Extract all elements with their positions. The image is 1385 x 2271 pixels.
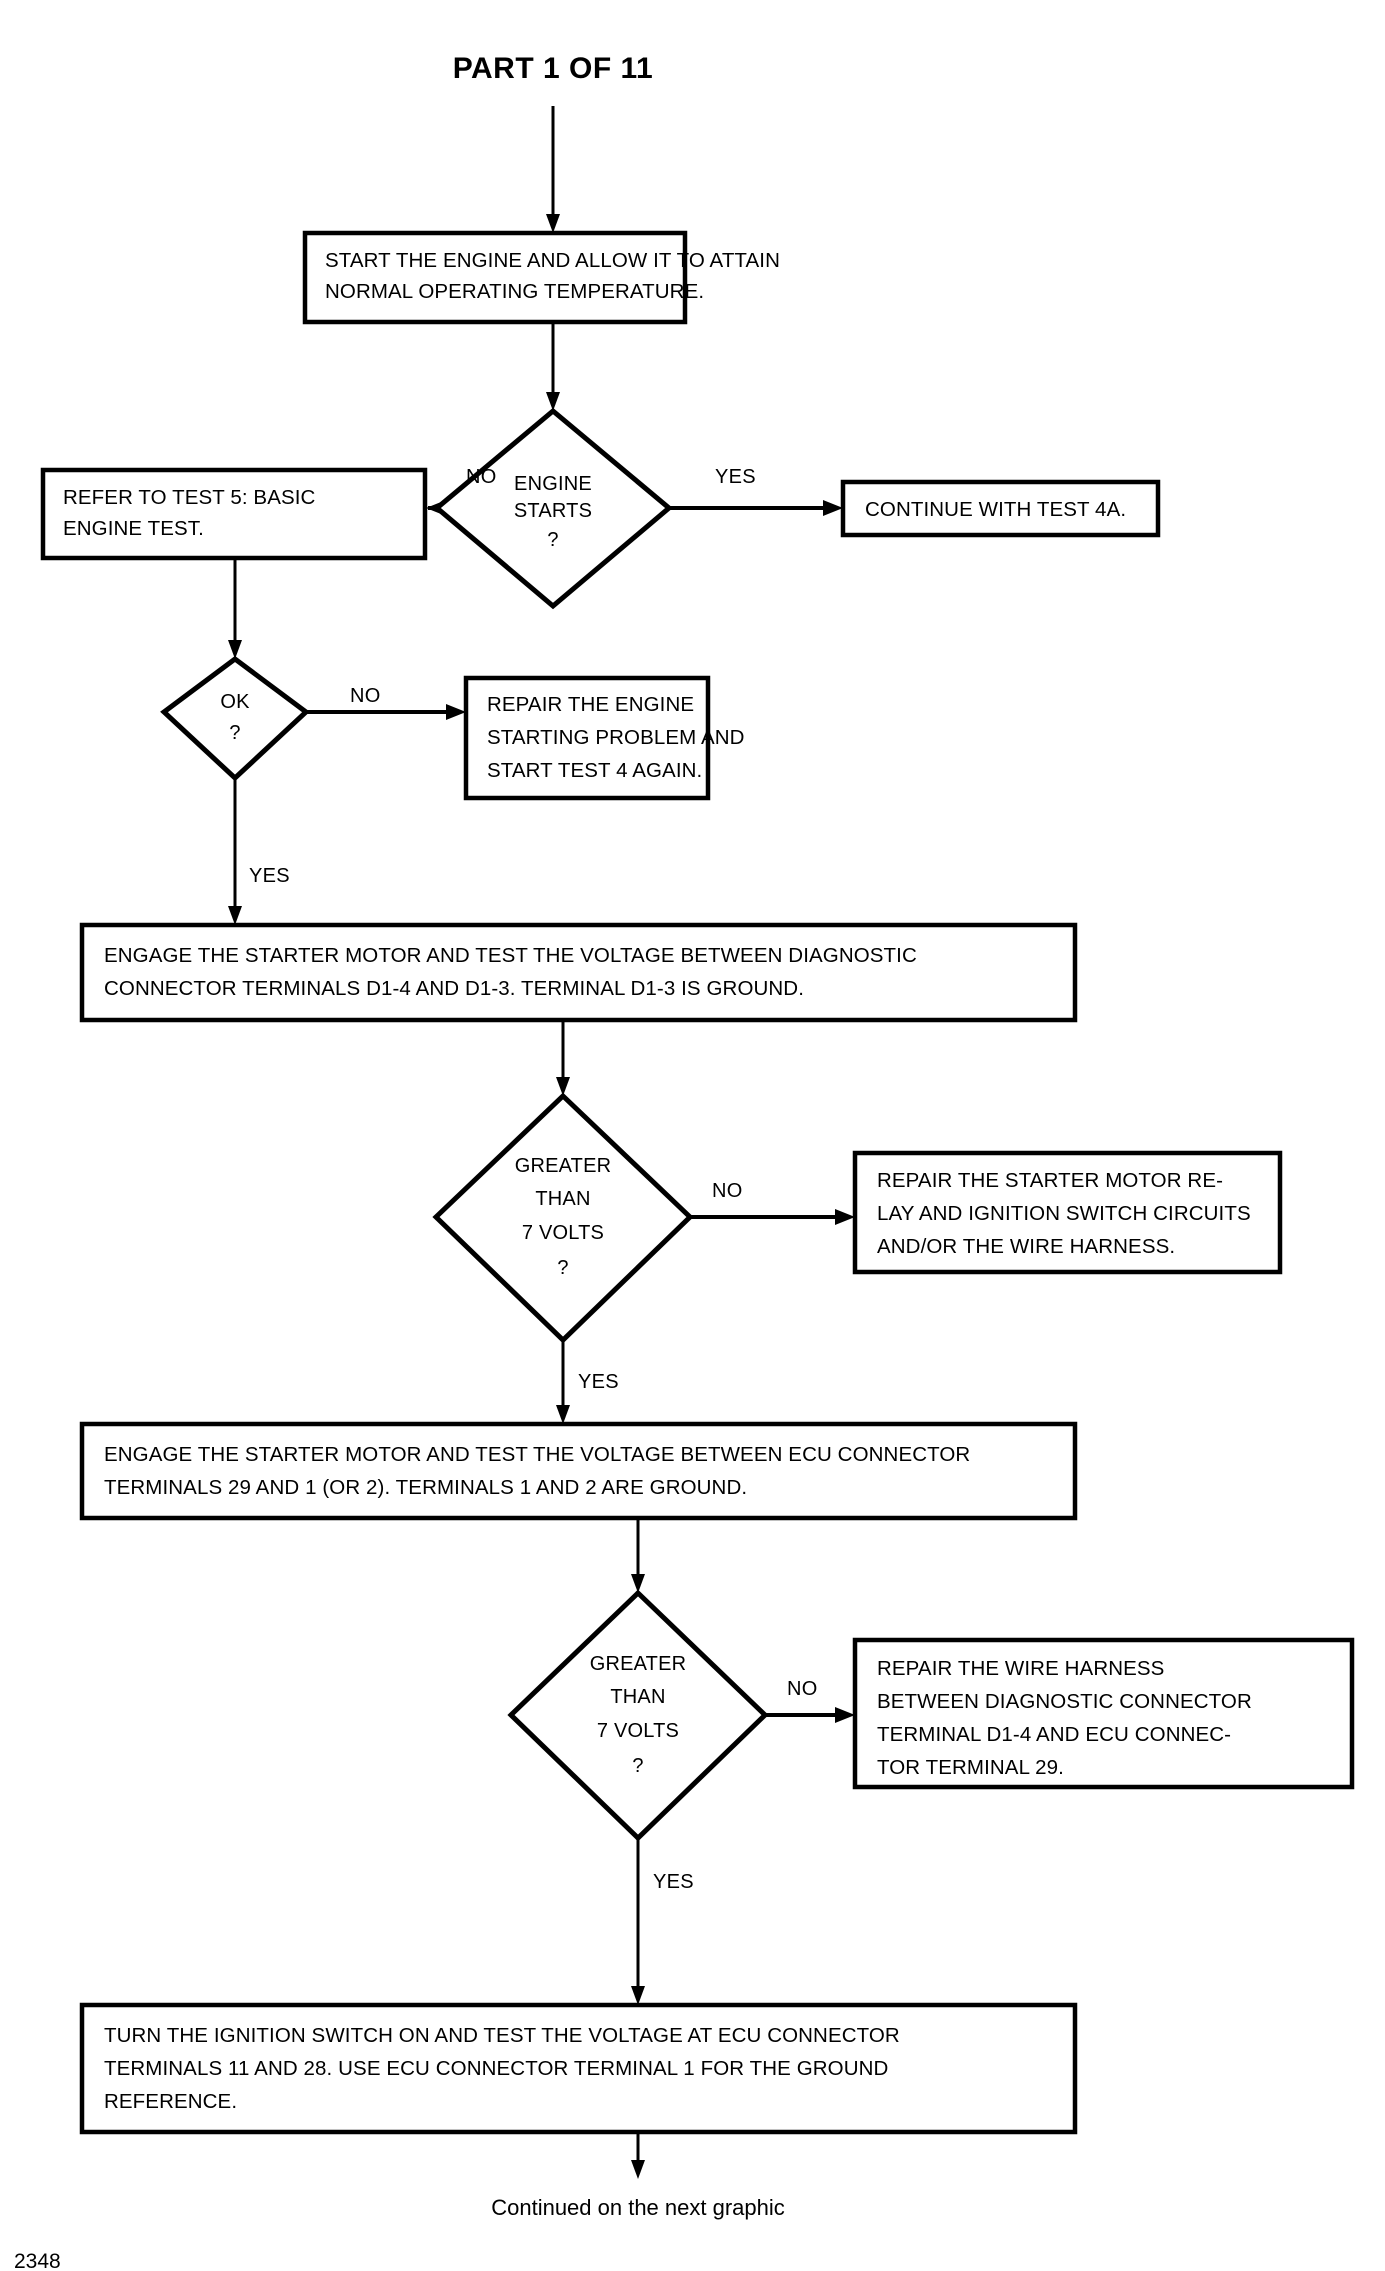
node-engine-starts: ENGINE STARTS ?	[433, 407, 673, 610]
connector-title-to-start	[546, 106, 560, 233]
node-repair-engine-start-line-3: START TEST 4 AGAIN.	[487, 759, 702, 782]
node-engage-starter-diag: ENGAGE THE STARTER MOTOR AND TEST THE VO…	[79, 922, 1078, 1023]
node-turn-ignition-line-1: TURN THE IGNITION SWITCH ON AND TEST THE…	[104, 2024, 900, 2047]
connector-7v1-no	[690, 1209, 855, 1225]
node-repair-harness: REPAIR THE WIRE HARNESS BETWEEN DIAGNOST…	[852, 1637, 1355, 1790]
node-repair-engine-start-line-1: REPAIR THE ENGINE	[487, 693, 694, 716]
node-engine-starts-line-2: STARTS	[514, 500, 592, 522]
connector-bottom-tail	[631, 2132, 645, 2179]
node-greater-7v-2-line-1: GREATER	[590, 1653, 687, 1675]
node-greater-7v-2-line-2: THAN	[610, 1686, 665, 1708]
edge-label-ok-yes: YES	[249, 865, 290, 887]
node-engine-starts-line-1: ENGINE	[514, 473, 592, 495]
node-engage-starter-ecu-line-2: TERMINALS 29 AND 1 (OR 2). TERMINALS 1 A…	[104, 1476, 747, 1499]
node-turn-ignition-line-3: REFERENCE.	[104, 2090, 237, 2113]
edge-label-engine-starts-yes: YES	[715, 466, 756, 488]
connector-engine-starts-yes	[668, 500, 843, 516]
node-continue-test4a-line-1: CONTINUE WITH TEST 4A.	[865, 498, 1126, 521]
edge-label-7v2-no: NO	[787, 1678, 818, 1700]
node-start-engine-line-2: NORMAL OPERATING TEMPERATURE.	[325, 280, 704, 303]
page-title: PART 1 OF 11	[453, 52, 654, 85]
node-repair-harness-line-1: REPAIR THE WIRE HARNESS	[877, 1657, 1164, 1680]
connector-7v1-yes-to-engage-ecu	[556, 1340, 570, 1424]
node-repair-harness-line-4: TOR TERMINAL 29.	[877, 1756, 1064, 1779]
node-repair-harness-line-2: BETWEEN DIAGNOSTIC CONNECTOR	[877, 1690, 1252, 1713]
node-repair-relay: REPAIR THE STARTER MOTOR RE- LAY AND IGN…	[852, 1150, 1283, 1275]
node-refer-test5-line-1: REFER TO TEST 5: BASIC	[63, 486, 316, 509]
node-ok-check: OK ?	[160, 655, 310, 782]
node-engage-starter-ecu-line-1: ENGAGE THE STARTER MOTOR AND TEST THE VO…	[104, 1443, 970, 1466]
node-engage-starter-diag-line-2: CONNECTOR TERMINALS D1-4 AND D1-3. TERMI…	[104, 977, 804, 1000]
connector-engage-diag-to-7v1	[556, 1020, 570, 1096]
node-turn-ignition-line-2: TERMINALS 11 AND 28. USE ECU CONNECTOR T…	[104, 2057, 888, 2080]
node-greater-7v-2-line-3: 7 VOLTS	[597, 1720, 679, 1742]
connector-ok-yes-to-engage-diag	[228, 777, 242, 925]
node-repair-harness-line-3: TERMINAL D1-4 AND ECU CONNEC-	[877, 1723, 1231, 1746]
node-continue-test4a: CONTINUE WITH TEST 4A.	[840, 479, 1161, 538]
connector-engage-ecu-to-7v2	[631, 1518, 645, 1593]
node-greater-7v-2: GREATER THAN 7 VOLTS ?	[507, 1589, 769, 1842]
node-start-engine-line-1: START THE ENGINE AND ALLOW IT TO ATTAIN	[325, 249, 780, 272]
node-greater-7v-2-line-4: ?	[632, 1755, 643, 1777]
node-repair-engine-start-line-2: STARTING PROBLEM AND	[487, 726, 745, 749]
node-refer-test5-line-2: ENGINE TEST.	[63, 517, 204, 540]
node-repair-relay-line-2: LAY AND IGNITION SWITCH CIRCUITS	[877, 1202, 1251, 1225]
node-engage-starter-ecu: ENGAGE THE STARTER MOTOR AND TEST THE VO…	[79, 1421, 1078, 1521]
edge-label-ok-no: NO	[350, 685, 381, 707]
page-number: 2348	[14, 2250, 61, 2271]
node-engage-starter-diag-line-1: ENGAGE THE STARTER MOTOR AND TEST THE VO…	[104, 944, 917, 967]
edge-label-engine-starts-no: NO	[466, 466, 497, 488]
node-greater-7v-1-line-4: ?	[557, 1257, 568, 1279]
connector-7v2-yes-to-turn-ignition	[631, 1838, 645, 2005]
connector-ok-no	[306, 704, 466, 720]
node-repair-engine-start: REPAIR THE ENGINE STARTING PROBLEM AND S…	[463, 675, 745, 801]
node-turn-ignition: TURN THE IGNITION SWITCH ON AND TEST THE…	[79, 2002, 1078, 2135]
node-ok-check-line-2: ?	[229, 722, 240, 744]
node-greater-7v-1-line-1: GREATER	[515, 1155, 612, 1177]
connector-start-to-engine-starts	[546, 322, 560, 411]
node-greater-7v-1-line-2: THAN	[535, 1188, 590, 1210]
node-repair-relay-line-3: AND/OR THE WIRE HARNESS.	[877, 1235, 1175, 1258]
node-ok-check-line-1: OK	[220, 691, 250, 713]
connector-7v2-no	[765, 1707, 855, 1723]
node-engine-starts-line-3: ?	[547, 529, 558, 551]
node-refer-test5: REFER TO TEST 5: BASIC ENGINE TEST.	[40, 467, 428, 561]
node-greater-7v-1-line-3: 7 VOLTS	[522, 1222, 604, 1244]
edge-label-7v1-no: NO	[712, 1180, 743, 1202]
edge-label-7v2-yes: YES	[653, 1871, 694, 1893]
node-start-engine: START THE ENGINE AND ALLOW IT TO ATTAIN …	[302, 230, 780, 325]
footer-continued-note: Continued on the next graphic	[491, 2195, 785, 2220]
connector-refer-test5-to-ok	[228, 558, 242, 659]
node-repair-relay-line-1: REPAIR THE STARTER MOTOR RE-	[877, 1169, 1223, 1192]
node-greater-7v-1: GREATER THAN 7 VOLTS ?	[432, 1092, 694, 1344]
edge-label-7v1-yes: YES	[578, 1371, 619, 1393]
